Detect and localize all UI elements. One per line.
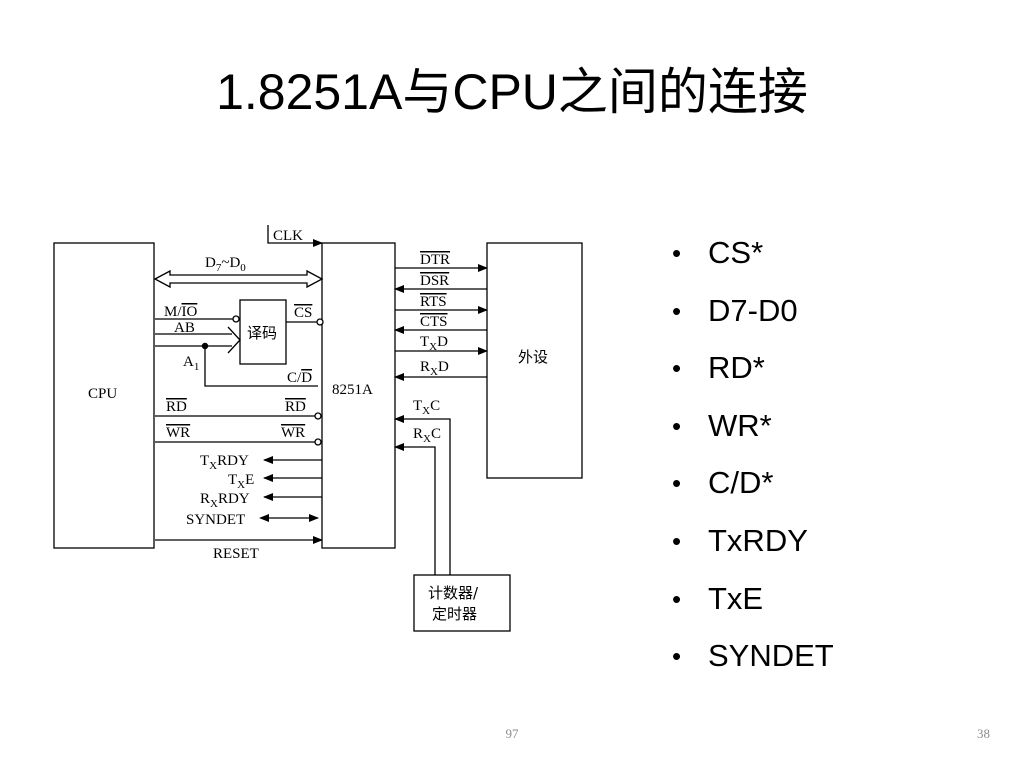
data-bus-arrow [153,269,324,289]
bullet-dot-icon: • [672,353,682,384]
bullet-dot-icon: • [672,583,682,614]
txe-label: TXE [228,472,254,491]
bullet-item: •WR* [672,403,834,461]
ab-label: AB [174,320,195,336]
dsr-label: DSR [420,273,449,289]
data-bus-label: D7~D0 [205,255,246,274]
bullet-dot-icon: • [672,295,682,326]
cd-label: C/D [287,370,312,386]
rxrdy-label: RXRDY [200,491,250,510]
rxd-label: RXD [420,359,449,378]
slide-title: 1.8251A与CPU之间的连接 [216,64,808,120]
footer-note: 97 [505,726,519,741]
bullet-dot-icon: • [672,238,682,268]
rd-cpu-label: RD [166,399,187,415]
bullet-dot-icon: • [672,641,682,672]
syndet-label: SYNDET [186,512,245,528]
txc-label: TXC [413,398,440,417]
rd-chip-label: RD [285,399,306,415]
txd-label: TXD [420,334,448,353]
bullet-item: •RD* [672,345,834,403]
bullet-dot-icon: • [672,410,682,441]
counter-timer-block [413,574,511,632]
bullet-item: •D7-D0 [672,288,834,346]
a1-label: A1 [183,354,199,373]
bullet-item: •TxRDY [672,518,834,576]
bullet-item: •SYNDET [672,633,834,691]
counter-label-1: 计数器/ [428,584,479,602]
bullet-item: •C/D* [672,460,834,518]
cpu-label: CPU [88,386,117,402]
mio-label: M/IO [164,304,198,320]
wr-cpu-label: WR [166,425,190,441]
bullet-dot-icon: • [672,468,682,499]
cts-label: CTS [420,314,448,330]
cs-label: CS [294,305,312,321]
bullet-dot-icon: • [672,525,682,556]
counter-label-2: 定时器 [432,605,477,623]
bullet-item: •CS* [672,230,834,288]
wr-chip-label: WR [281,425,305,441]
chip-8251a-block [321,242,396,549]
dtr-label: DTR [420,252,450,268]
peripheral-label: 外设 [518,348,548,366]
rts-label: RTS [420,294,447,310]
txrdy-label: TXRDY [200,453,249,472]
clk-label: CLK [273,228,303,244]
reset-label: RESET [213,546,259,562]
page-number: 38 [977,726,990,741]
rxc-label: RXC [413,426,441,445]
decoder-label: 译码 [247,324,277,342]
decoder-block [239,299,287,365]
cpu-block [53,242,155,549]
bullet-list: •CS* •D7-D0 •RD* •WR* •C/D* •TxRDY •TxE … [672,230,834,691]
clk-line [267,225,323,247]
peripheral-block [486,242,583,479]
bullet-item: •TxE [672,576,834,634]
chip-label: 8251A [332,382,373,398]
